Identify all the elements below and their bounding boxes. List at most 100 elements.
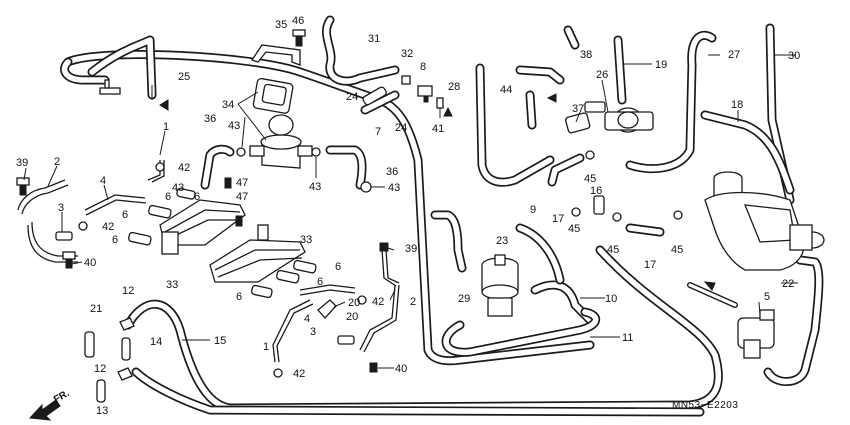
hose-6d bbox=[293, 259, 317, 274]
clamp-45c bbox=[612, 212, 622, 222]
callout-44: 44 bbox=[500, 84, 512, 96]
clamp-43b bbox=[311, 147, 321, 157]
callout-45: 45 bbox=[671, 244, 683, 256]
callout-39: 39 bbox=[16, 157, 28, 169]
callout-6: 6 bbox=[335, 261, 341, 273]
clamp-43c bbox=[360, 181, 372, 193]
callout-23: 23 bbox=[496, 235, 508, 247]
part-20 bbox=[317, 299, 337, 319]
callout-40: 40 bbox=[395, 363, 407, 375]
control-valve-26 bbox=[604, 107, 654, 133]
part-41 bbox=[436, 97, 444, 109]
bracket-35 bbox=[250, 44, 301, 66]
callout-20: 20 bbox=[346, 311, 358, 323]
callout-14: 14 bbox=[150, 336, 162, 348]
hose-14 bbox=[121, 337, 131, 361]
callout-2: 2 bbox=[54, 156, 60, 168]
callout-47: 47 bbox=[236, 177, 248, 189]
callout-6: 6 bbox=[194, 191, 200, 203]
gasket-3a bbox=[55, 231, 73, 241]
flow-arrows bbox=[159, 93, 716, 291]
bolt-39-right bbox=[379, 242, 389, 252]
callout-4: 4 bbox=[100, 175, 106, 187]
callout-labels: 1 1 2 2 3 3 4 4 5 6 6 6 6 6 6 6 7 8 9 10… bbox=[16, 15, 800, 417]
callout-7: 7 bbox=[375, 126, 381, 138]
hose-6e bbox=[276, 269, 300, 284]
callout-27: 27 bbox=[728, 49, 740, 61]
callout-5: 5 bbox=[764, 291, 770, 303]
callout-40: 40 bbox=[84, 257, 96, 269]
clamp-45b bbox=[571, 207, 581, 217]
callout-12: 12 bbox=[94, 363, 106, 375]
callout-32: 32 bbox=[401, 48, 413, 60]
short-hoses bbox=[84, 86, 387, 403]
callout-42: 42 bbox=[293, 368, 305, 380]
hose-9 bbox=[515, 223, 565, 285]
hose-13 bbox=[96, 379, 106, 403]
gasket-3b bbox=[337, 335, 355, 345]
pipe-4-left bbox=[84, 194, 147, 216]
components bbox=[16, 29, 825, 381]
callout-16: 16 bbox=[590, 185, 602, 197]
washer-42a bbox=[78, 221, 88, 231]
callout-43: 43 bbox=[228, 120, 240, 132]
callout-6: 6 bbox=[122, 209, 128, 221]
air-valve-34 bbox=[249, 77, 313, 169]
part-16 bbox=[593, 195, 605, 215]
bolt-47b bbox=[235, 215, 243, 227]
callout-41: 41 bbox=[432, 123, 444, 135]
callout-39: 39 bbox=[405, 243, 417, 255]
pipe-39-right bbox=[381, 249, 400, 287]
joint-12 bbox=[119, 317, 135, 331]
callout-31: 31 bbox=[368, 33, 380, 45]
callout-6: 6 bbox=[165, 191, 171, 203]
callout-42: 42 bbox=[102, 221, 114, 233]
callout-38: 38 bbox=[580, 49, 592, 61]
clamp-43a bbox=[236, 147, 246, 157]
bolt-39-left bbox=[19, 184, 27, 196]
bolt-46 bbox=[295, 35, 303, 47]
front-marker-label: FR. bbox=[52, 388, 72, 406]
callout-6: 6 bbox=[112, 234, 118, 246]
callout-26: 26 bbox=[596, 69, 608, 81]
callout-47: 47 bbox=[236, 191, 248, 203]
callout-4: 4 bbox=[304, 313, 310, 325]
callout-33: 33 bbox=[300, 234, 312, 246]
callout-43: 43 bbox=[309, 181, 321, 193]
callout-37: 37 bbox=[572, 103, 584, 115]
callout-36: 36 bbox=[204, 113, 216, 125]
callout-42: 42 bbox=[372, 296, 384, 308]
drawing-code: MN53−E2203 bbox=[672, 400, 738, 411]
callout-1: 1 bbox=[163, 121, 169, 133]
callout-35: 35 bbox=[275, 19, 287, 31]
fitting-32 bbox=[401, 75, 411, 85]
washer-42b bbox=[273, 368, 283, 378]
callout-3: 3 bbox=[310, 326, 316, 338]
callout-22: 22 bbox=[782, 278, 794, 290]
pipe-2-left bbox=[17, 179, 69, 215]
callout-24: 24 bbox=[346, 91, 358, 103]
callout-11: 11 bbox=[622, 332, 633, 344]
hose-24 bbox=[362, 86, 387, 106]
intake-assembly bbox=[704, 171, 825, 271]
valve-5 bbox=[737, 309, 775, 359]
hose-group bbox=[60, 15, 824, 417]
callout-30: 30 bbox=[788, 50, 800, 62]
callout-6: 6 bbox=[236, 291, 242, 303]
bolt-40-right bbox=[369, 362, 378, 373]
pipe-1-lower bbox=[272, 299, 314, 363]
callout-43: 43 bbox=[172, 182, 184, 194]
callout-45: 45 bbox=[584, 173, 596, 185]
callout-36: 36 bbox=[386, 166, 398, 178]
leader-lines bbox=[23, 54, 798, 369]
hose-6a bbox=[148, 204, 172, 219]
callout-6: 6 bbox=[317, 276, 323, 288]
callout-9: 9 bbox=[530, 204, 536, 216]
hose-27 bbox=[625, 30, 717, 174]
pipes bbox=[17, 160, 400, 363]
hose-21 bbox=[84, 331, 95, 358]
callout-17: 17 bbox=[644, 259, 656, 271]
callout-8: 8 bbox=[420, 61, 426, 73]
